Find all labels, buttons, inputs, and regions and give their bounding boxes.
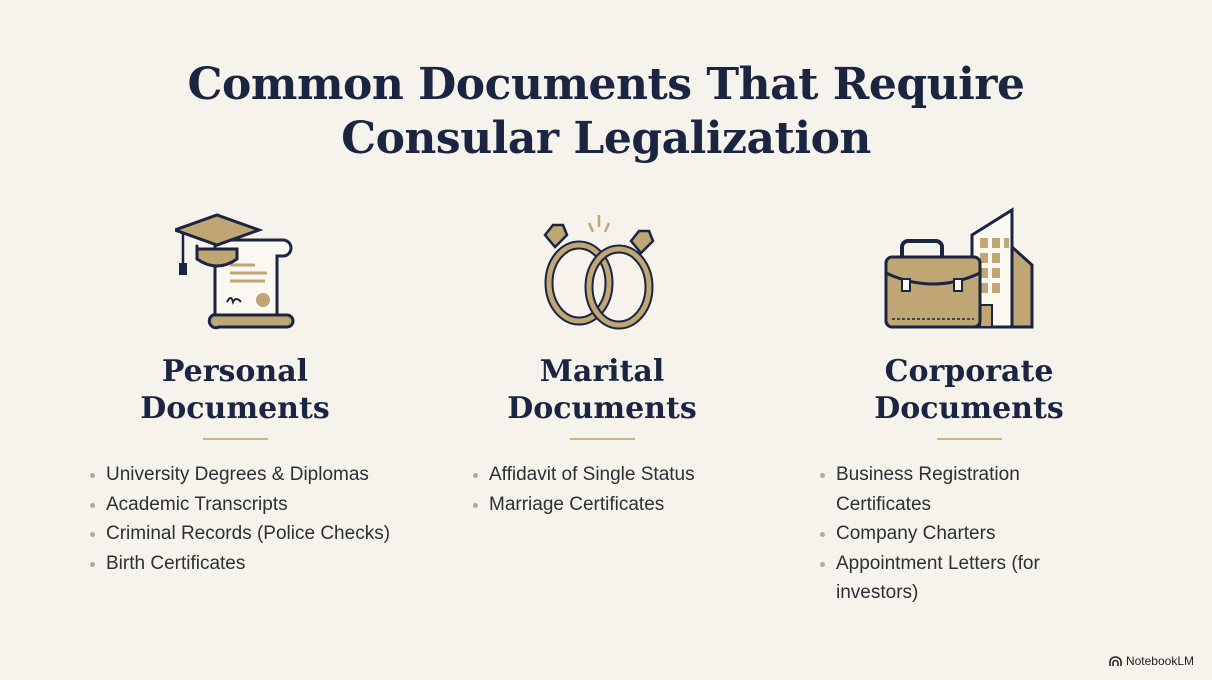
title-line-1: Common Documents That Require xyxy=(187,59,1025,110)
column-heading: Marital Documents xyxy=(422,353,782,427)
list-item: Company Charters xyxy=(820,519,1070,549)
notebooklm-logo-icon xyxy=(1109,656,1122,666)
briefcase-building-icon xyxy=(884,207,1034,329)
column-heading: Corporate Documents xyxy=(789,353,1149,427)
column-heading: Personal Documents xyxy=(55,353,415,427)
list-item: Academic Transcripts xyxy=(90,490,420,520)
document-list: Business Registration Certificates Compa… xyxy=(820,460,1070,608)
document-list: Affidavit of Single Status Marriage Cert… xyxy=(473,460,773,519)
list-item: Criminal Records (Police Checks) xyxy=(90,519,420,549)
list-item: Business Registration Certificates xyxy=(820,460,1070,519)
list-item: Affidavit of Single Status xyxy=(473,460,773,490)
list-item: University Degrees & Diplomas xyxy=(90,460,420,490)
list-item: Marriage Certificates xyxy=(473,490,773,520)
heading-line-1: Personal xyxy=(161,354,309,389)
heading-line-2: Documents xyxy=(140,391,330,426)
title-line-2: Consular Legalization xyxy=(341,113,871,164)
heading-line-2: Documents xyxy=(874,391,1064,426)
graduation-diploma-icon xyxy=(175,213,295,330)
heading-line-1: Marital xyxy=(539,354,665,389)
divider xyxy=(203,438,268,440)
page-title: Common Documents That Require Consular L… xyxy=(0,58,1212,166)
brand-label: NotebookLM xyxy=(1125,654,1194,668)
divider xyxy=(937,438,1002,440)
heading-line-2: Documents xyxy=(507,391,697,426)
divider xyxy=(570,438,635,440)
list-item: Birth Certificates xyxy=(90,549,420,579)
document-list: University Degrees & Diplomas Academic T… xyxy=(90,460,420,578)
heading-line-1: Corporate xyxy=(884,354,1054,389)
notebooklm-watermark: NotebookLM xyxy=(1109,654,1194,668)
list-item: Appointment Letters (for investors) xyxy=(820,549,1070,608)
wedding-rings-icon xyxy=(543,215,655,330)
